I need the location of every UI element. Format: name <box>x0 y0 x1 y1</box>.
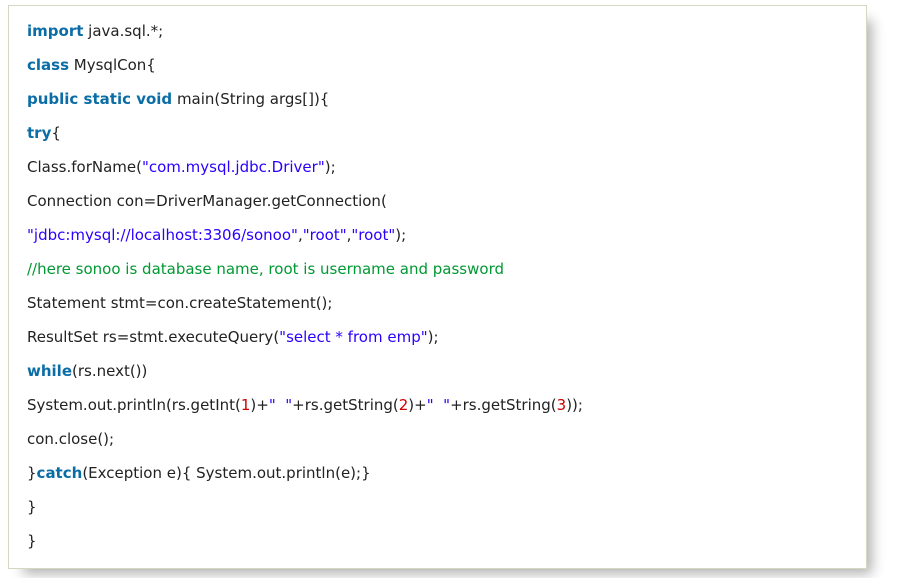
code-token-plain: , <box>297 226 303 244</box>
code-token-plain: System.out.println(rs.getInt( <box>27 396 241 414</box>
code-line: try{ <box>27 116 848 150</box>
code-token-plain: (Exception e){ System.out.println(e);} <box>82 464 371 482</box>
code-token-string: "com.mysql.jdbc.Driver" <box>141 158 325 176</box>
code-token-keyword: catch <box>36 464 83 482</box>
code-token-number: 2 <box>398 396 409 414</box>
code-token-comment: //here sonoo is database name, root is u… <box>27 260 504 278</box>
code-line: import java.sql.*; <box>27 14 848 48</box>
code-token-plain: main(String args[]){ <box>172 90 330 108</box>
code-line: }catch(Exception e){ System.out.println(… <box>27 456 848 490</box>
code-token-number: 1 <box>240 396 251 414</box>
code-line: while(rs.next()) <box>27 354 848 388</box>
code-token-string: "select * from emp" <box>279 328 428 346</box>
code-token-keyword: while <box>27 362 72 380</box>
code-token-string: "root" <box>302 226 347 244</box>
code-token-plain: con.close(); <box>27 430 115 448</box>
code-token-plain: +rs.getString( <box>450 396 557 414</box>
code-token-plain: ); <box>395 226 407 244</box>
code-line: public static void main(String args[]){ <box>27 82 848 116</box>
code-line: } <box>27 490 848 524</box>
code-line: Connection con=DriverManager.getConnecti… <box>27 184 848 218</box>
code-line: Class.forName("com.mysql.jdbc.Driver"); <box>27 150 848 184</box>
code-token-keyword: class <box>27 56 70 74</box>
code-line: Statement stmt=con.createStatement(); <box>27 286 848 320</box>
code-line: con.close(); <box>27 422 848 456</box>
code-token-plain: Statement stmt=con.createStatement(); <box>27 294 333 312</box>
code-lines: import java.sql.*;class MysqlCon{public … <box>27 14 848 558</box>
code-token-string: " " <box>426 396 451 414</box>
code-line: ResultSet rs=stmt.executeQuery("select *… <box>27 320 848 354</box>
code-token-string: "root" <box>351 226 396 244</box>
code-token-plain: Connection con=DriverManager.getConnecti… <box>27 192 387 210</box>
code-token-plain: )+ <box>408 396 427 414</box>
code-token-number: 3 <box>556 396 567 414</box>
code-token-plain: } <box>27 464 37 482</box>
code-token-plain: MysqlCon{ <box>69 56 156 74</box>
code-token-keyword: public static void <box>27 90 173 108</box>
code-token-plain: +rs.getString( <box>292 396 399 414</box>
code-token-plain: )); <box>566 396 583 414</box>
code-token-plain: ResultSet rs=stmt.executeQuery( <box>27 328 280 346</box>
code-token-plain: )+ <box>250 396 269 414</box>
code-line: class MysqlCon{ <box>27 48 848 82</box>
code-token-plain: { <box>51 124 61 142</box>
code-token-plain: (rs.next()) <box>72 362 148 380</box>
code-token-plain: } <box>27 532 37 550</box>
code-token-plain: Class.forName( <box>27 158 142 176</box>
code-token-string: " " <box>268 396 293 414</box>
code-block-container: import java.sql.*;class MysqlCon{public … <box>8 5 867 569</box>
code-token-keyword: import <box>27 22 84 40</box>
code-token-keyword: try <box>27 124 52 142</box>
code-line: } <box>27 524 848 558</box>
code-token-plain: ); <box>427 328 439 346</box>
code-line: //here sonoo is database name, root is u… <box>27 252 848 286</box>
code-line: System.out.println(rs.getInt(1)+" "+rs.g… <box>27 388 848 422</box>
code-token-plain: ); <box>324 158 336 176</box>
code-token-plain: , <box>346 226 352 244</box>
code-token-plain: java.sql.*; <box>83 22 164 40</box>
code-line: "jdbc:mysql://localhost:3306/sonoo","roo… <box>27 218 848 252</box>
code-token-string: "jdbc:mysql://localhost:3306/sonoo" <box>27 226 298 244</box>
code-token-plain: } <box>27 498 37 516</box>
